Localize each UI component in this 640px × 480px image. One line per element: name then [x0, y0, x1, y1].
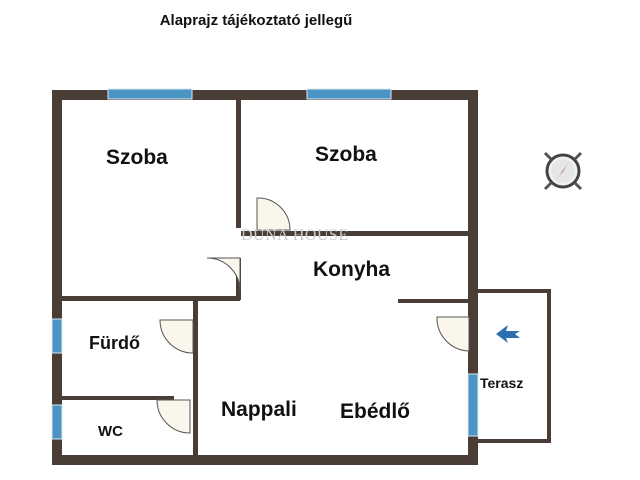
windows: [51, 88, 479, 440]
compass-icon: [543, 151, 583, 191]
room-szoba-2: Szoba: [315, 143, 377, 166]
room-furdo: Fürdő: [89, 333, 140, 353]
entrance-arrow-icon: [496, 325, 520, 343]
room-terasz: Terasz: [480, 375, 524, 391]
room-nappali: Nappali: [221, 398, 297, 421]
room-szoba-1: Szoba: [106, 146, 168, 169]
room-ebedlo: Ebédlő: [340, 400, 411, 423]
plan-title: Alaprajz tájékoztató jellegű: [159, 12, 353, 29]
doors: [156, 197, 470, 434]
room-konyha: Konyha: [313, 258, 391, 281]
room-wc: WC: [98, 423, 123, 440]
watermark: DUNA HOUSE: [241, 227, 349, 244]
